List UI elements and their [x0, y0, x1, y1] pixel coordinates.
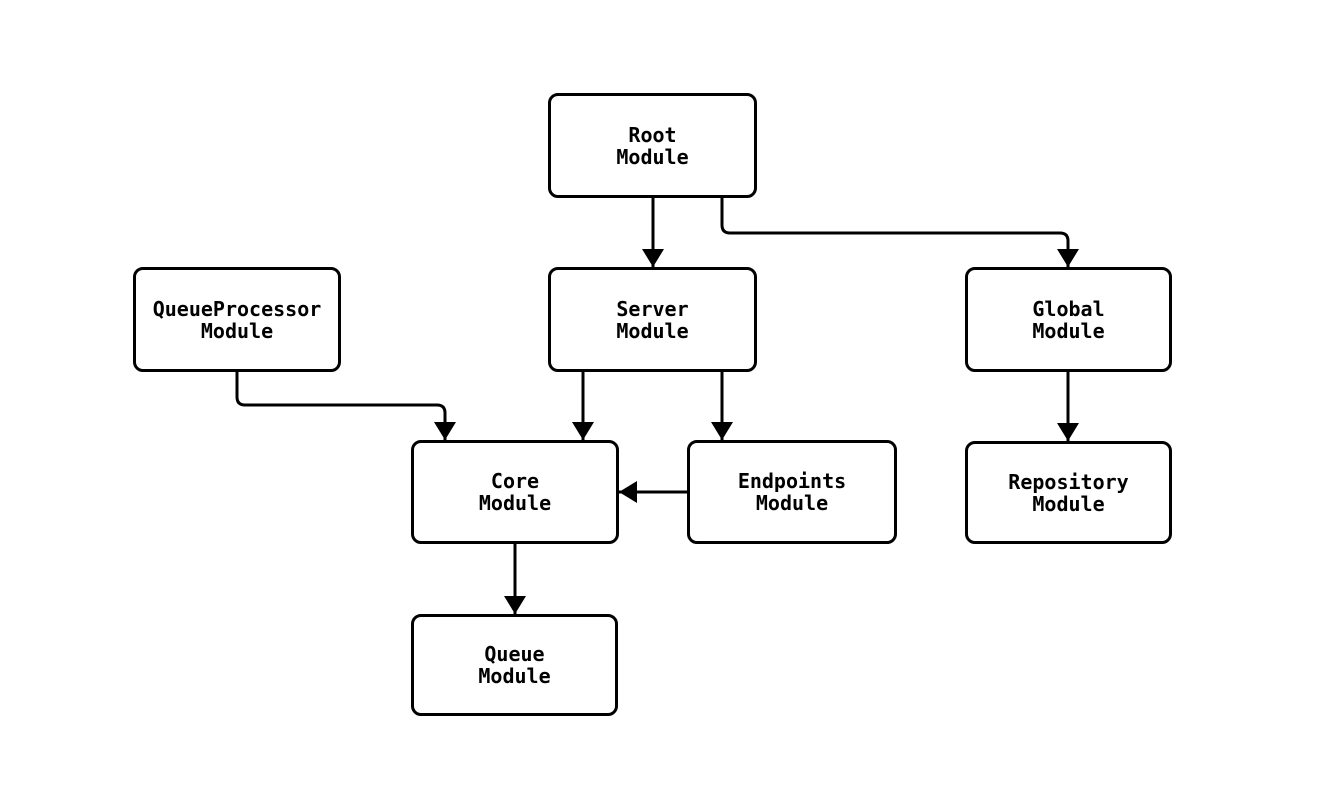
node-root: Root Module [548, 93, 757, 198]
node-repository: Repository Module [965, 441, 1172, 544]
node-endpoints: Endpoints Module [687, 440, 897, 544]
edge-queueprocessor-to-core [235, 372, 456, 440]
node-global: Global Module [965, 267, 1172, 372]
node-server: Server Module [548, 267, 757, 372]
node-label-server: Server Module [616, 296, 689, 343]
node-queue: Queue Module [411, 614, 618, 716]
node-label-core: Core Module [478, 469, 552, 515]
node-label-root: Root Module [616, 122, 689, 169]
node-queueprocessor: QueueProcessor Module [133, 267, 341, 372]
node-label-queueprocessor: QueueProcessor Module [152, 296, 322, 343]
edge-root-to-global [720, 198, 1079, 267]
node-label-global: Global Module [1032, 296, 1105, 343]
node-label-queue: Queue Module [478, 642, 551, 688]
node-label-endpoints: Endpoints Module [737, 469, 847, 515]
node-core: Core Module [411, 440, 619, 544]
node-label-repository: Repository Module [1008, 469, 1129, 516]
edge-group [235, 198, 1079, 614]
